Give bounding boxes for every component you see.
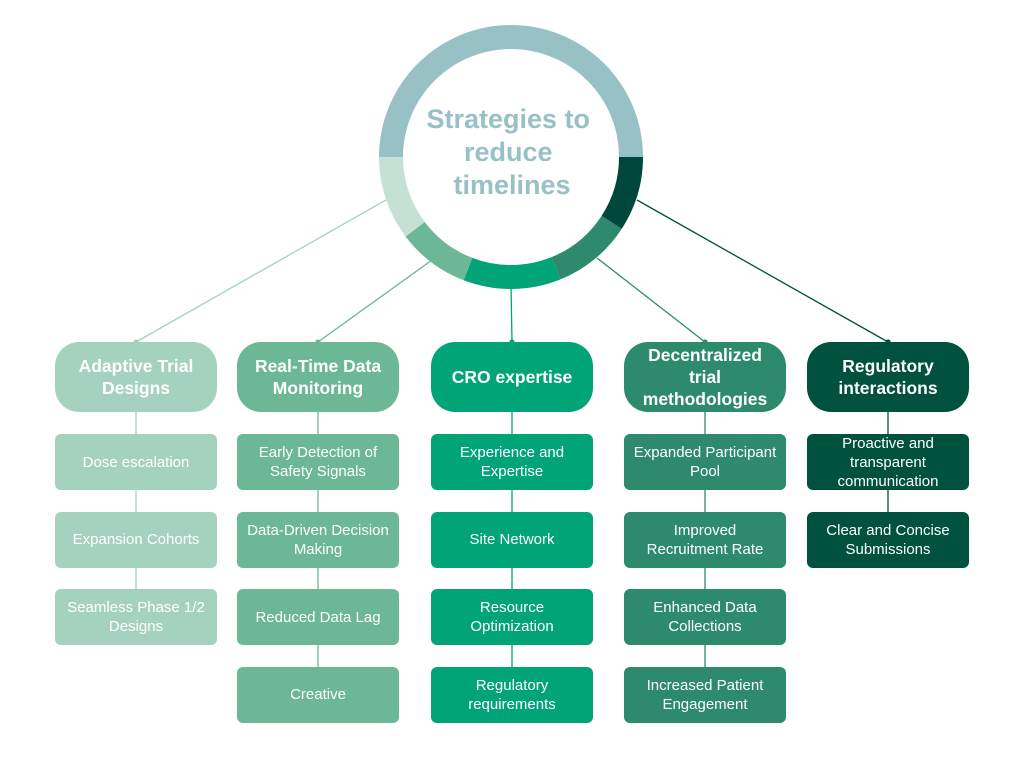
- hub-connector: [596, 257, 706, 343]
- item-box: Increased Patient Engagement: [624, 666, 786, 723]
- ring-segment-adaptive: [379, 157, 425, 237]
- item-box: Early Detection of Safety Signals: [237, 434, 399, 490]
- hub-connector: [317, 259, 433, 343]
- category-decentralized-trial-methodologies: Decentralized trial methodologies: [624, 342, 786, 412]
- hub-connector: [510, 284, 513, 343]
- item-box: Proactive and transparent communication: [807, 434, 969, 490]
- ring-segment-regulatory: [601, 157, 644, 229]
- item-box: Reduced Data Lag: [237, 589, 399, 645]
- ring-segment-top: [379, 25, 643, 157]
- item-box: Site Network: [431, 511, 593, 568]
- item-box: Seamless Phase 1/2 Designs: [55, 589, 217, 645]
- category-cro-expertise: CRO expertise: [431, 342, 593, 412]
- item-box: Expansion Cohorts: [55, 511, 217, 568]
- item-box: Clear and Concise Submissions: [807, 511, 969, 568]
- item-box: Regulatory requirements: [431, 666, 593, 723]
- item-box: Experience and Expertise: [431, 434, 593, 490]
- item-box: Data-Driven Decision Making: [237, 511, 399, 568]
- item-box: Resource Optimization: [431, 589, 593, 645]
- ring-segment-decentralized: [551, 215, 622, 280]
- hub-title-line: timelines: [453, 170, 570, 200]
- item-box: Improved Recruitment Rate: [624, 511, 786, 568]
- category-regulatory-interactions: Regulatory interactions: [807, 342, 969, 412]
- category-adaptive-trial-designs: Adaptive Trial Designs: [55, 342, 217, 412]
- item-box: Creative: [237, 666, 399, 723]
- item-box: Dose escalation: [55, 434, 217, 490]
- item-box: Expanded Participant Pool: [624, 434, 786, 490]
- hub-title: Strategies to reduce timelines: [426, 104, 597, 200]
- hub-title-line: Strategies to: [426, 104, 590, 134]
- hub-connector: [636, 199, 889, 343]
- ring-segment-cro: [463, 257, 561, 289]
- hub-title-line: reduce: [464, 137, 553, 167]
- category-real-time-data-monitoring: Real-Time Data Monitoring: [237, 342, 399, 412]
- ring-segment-realtime: [405, 221, 473, 281]
- item-box: Enhanced Data Collections: [624, 589, 786, 645]
- hub-connector: [135, 199, 387, 343]
- hub-ring: [379, 25, 644, 289]
